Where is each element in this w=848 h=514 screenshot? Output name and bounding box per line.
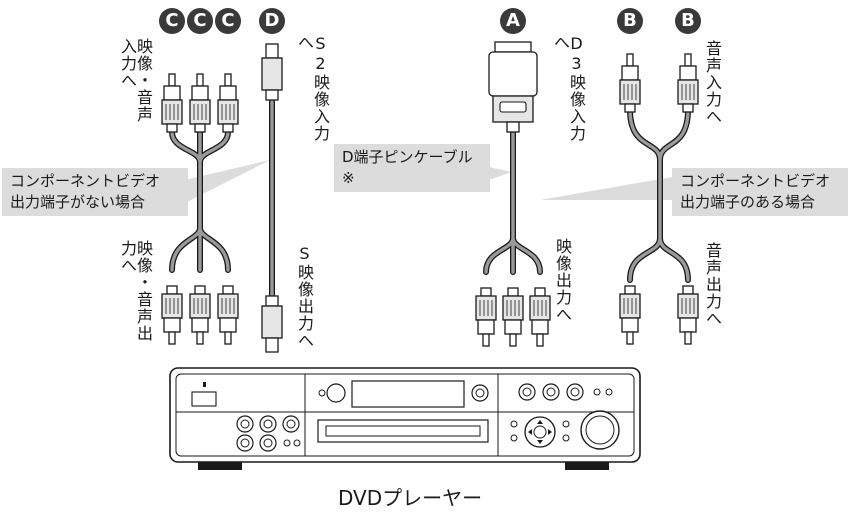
label-d-output: S映像出力へ [295, 244, 314, 349]
cable-a [475, 41, 551, 347]
badge-a: A [500, 8, 526, 34]
badge-b-1: B [617, 8, 643, 34]
label-d-input: S2映像入力へ [295, 34, 330, 142]
label-a-output: 映像出力へ [553, 238, 572, 323]
callout-pointer-right [540, 176, 678, 200]
label-a-input: D3映像入力へ [551, 34, 586, 142]
d-terminal-plug [488, 41, 538, 133]
rca-plug-c-top-1 [161, 73, 183, 133]
rca-plug-b-top-2 [677, 53, 699, 113]
label-c-output: 映像・音声出力へ [118, 240, 153, 342]
cable-b [619, 53, 699, 345]
label-b-input: 音声入力へ [703, 40, 722, 125]
badge-d: D [259, 8, 285, 34]
callout-pointer-left [185, 160, 270, 203]
rca-plug-c-top-2 [189, 73, 211, 133]
rca-plug-c-bottom-3 [217, 285, 239, 345]
rca-plug-b-bottom-2 [677, 285, 699, 345]
rca-plug-a-bottom-2 [502, 287, 524, 347]
svideo-plug-bottom [261, 295, 283, 353]
label-b-output: 音声出力へ [703, 242, 722, 327]
badge-c-2: C [187, 8, 213, 34]
cable-c [161, 73, 239, 345]
rca-plug-c-bottom-1 [161, 285, 183, 345]
callout-no-component-output: コンポーネントビデオ 出力端子がない場合 [2, 168, 188, 216]
rca-plug-b-top-1 [619, 53, 641, 113]
badge-c-3: C [215, 8, 241, 34]
label-c-input: 映像・音声入力へ [118, 38, 153, 123]
dvd-player [169, 367, 641, 470]
device-caption: DVDプレーヤー [338, 486, 483, 510]
rca-plug-a-bottom-3 [529, 287, 551, 347]
badge-c-1: C [159, 8, 185, 34]
badge-b-2: B [675, 8, 701, 34]
callout-with-component-output: コンポーネントビデオ 出力端子のある場合 [672, 168, 848, 216]
cable-d [261, 43, 283, 353]
rca-plug-c-bottom-2 [189, 285, 211, 345]
callout-d-terminal-cable: D端子ピンケーブル ※ [334, 144, 490, 192]
svideo-plug-top [261, 43, 283, 101]
rca-plug-b-bottom-1 [619, 285, 641, 345]
rca-plug-a-bottom-1 [475, 287, 497, 347]
rca-plug-c-top-3 [217, 73, 239, 133]
